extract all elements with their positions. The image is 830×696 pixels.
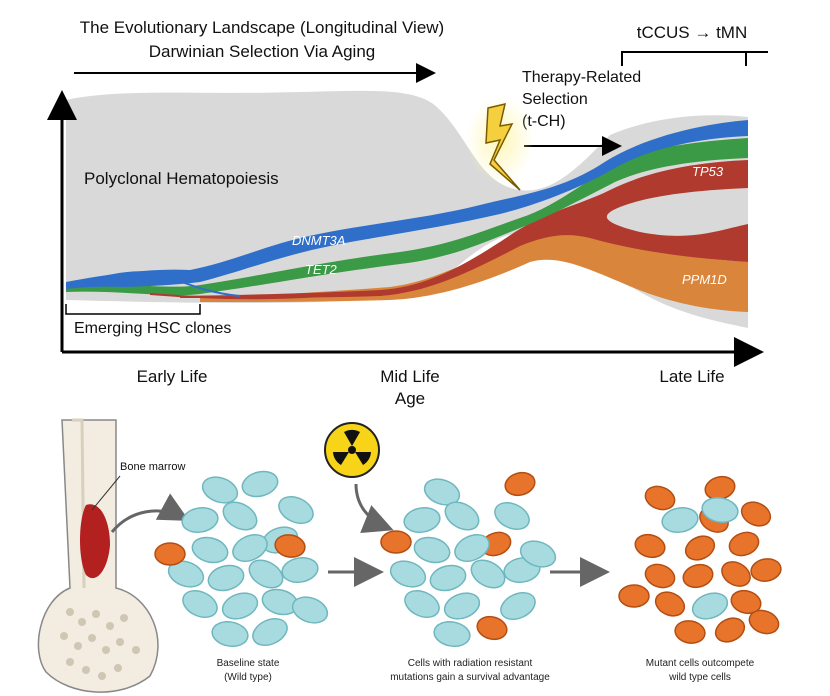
wild-type-cell <box>278 495 314 525</box>
tp53-band <box>180 160 748 298</box>
wild-type-cell <box>470 559 506 589</box>
mutant-cell <box>674 620 706 644</box>
wild-type-cell <box>201 476 239 504</box>
wild-type-cell <box>232 533 268 563</box>
x-tick-early-life: Early Life <box>137 367 208 386</box>
wild-type-cell <box>222 501 258 531</box>
mutant-cell <box>682 563 714 589</box>
mutant-cell <box>274 534 306 558</box>
gene-label-tp53: TP53 <box>692 164 724 179</box>
radiation-arrow <box>354 483 394 534</box>
wild-type-cell <box>423 478 461 506</box>
wild-type-cell <box>429 564 467 592</box>
emerging-clone-lines <box>65 271 321 300</box>
wild-type-cell <box>241 470 279 498</box>
mutant-cell <box>721 561 751 587</box>
wild-type-cell <box>389 560 427 588</box>
therapy-label-line2: Selection <box>522 91 588 108</box>
mutant-cell <box>618 584 650 608</box>
wild-type-cell <box>207 564 245 592</box>
wild-type-cell <box>221 592 259 620</box>
gene-label-dnmt3a: DNMT3A <box>292 233 345 248</box>
mutant-cell <box>728 531 760 557</box>
landscape-title: The Evolutionary Landscape (Longitudinal… <box>80 18 444 37</box>
mutant-cell <box>504 471 536 497</box>
x-axis-label: Age <box>395 389 425 408</box>
mutant-cell <box>750 558 782 582</box>
wild-type-cell <box>661 507 699 533</box>
gene-label-tet2: TET2 <box>305 262 338 277</box>
mutant-cell <box>714 617 746 643</box>
wild-type-cell <box>252 617 288 647</box>
wild-type-cell <box>443 592 481 620</box>
tccus-bracket <box>621 51 768 66</box>
wild-type-cell <box>500 591 536 621</box>
mutant-cell <box>684 535 716 561</box>
wild-type-cell <box>519 540 557 568</box>
panel-2-caption-line2: mutations gain a survival advantage <box>390 672 550 683</box>
wild-type-cell <box>167 560 205 588</box>
wild-type-cell <box>248 559 284 589</box>
bone-to-cells-arrow <box>110 493 190 533</box>
therapy-label-line1: Therapy-Related <box>522 69 641 86</box>
x-tick-late-life: Late Life <box>659 367 724 386</box>
tccus-label: tCCUS → tMN <box>637 23 748 42</box>
wild-type-cell <box>403 507 441 533</box>
landscape-subtitle: Darwinian Selection Via Aging <box>149 42 376 61</box>
wild-type-cell <box>494 501 530 531</box>
wild-type-cell <box>413 536 451 564</box>
wild-type-cell <box>291 596 329 624</box>
panel-1-caption-line2: (Wild type) <box>224 672 272 683</box>
bone-icon <box>37 418 159 693</box>
ppm1d-band <box>200 228 748 312</box>
therapy-label-line3: (t-CH) <box>522 113 566 130</box>
panel-3-caption-line1: Mutant cells outcompete <box>646 658 755 669</box>
wild-type-cell <box>433 621 471 647</box>
gene-label-ppm1d: PPM1D <box>682 272 727 287</box>
wild-type-cell <box>444 501 480 531</box>
mutant-cell <box>730 589 762 615</box>
mutant-cell <box>154 542 186 566</box>
panel-2-caption-line1: Cells with radiation resistant <box>408 658 533 669</box>
radiation-icon <box>324 422 380 478</box>
panel-3-caption-line2: wild type cells <box>668 672 731 683</box>
wild-type-cell <box>191 536 229 564</box>
wild-type-cell <box>454 533 490 563</box>
wild-type-cell <box>691 592 729 620</box>
wild-type-cell <box>281 557 319 583</box>
panel-1-caption-line1: Baseline state <box>217 658 280 669</box>
mutant-cell <box>644 485 676 511</box>
mutant-cell <box>654 591 686 617</box>
mutant-cell <box>380 530 412 554</box>
mutant-cell <box>476 615 508 641</box>
bone-marrow-label: Bone marrow <box>120 461 185 473</box>
lightning-icon <box>466 96 534 191</box>
wild-type-cell <box>181 507 219 533</box>
wild-type-cell <box>701 497 739 523</box>
wild-type-cell <box>182 589 218 619</box>
wild-type-cell <box>404 589 440 619</box>
tet2-band <box>66 138 748 296</box>
emerging-label: Emerging HSC clones <box>74 320 231 337</box>
polyclonal-label: Polyclonal Hematopoiesis <box>84 169 279 188</box>
bone-marrow-pointer <box>91 475 121 511</box>
mutant-cell <box>634 533 666 559</box>
x-tick-mid-life: Mid Life <box>380 367 440 386</box>
mutant-cell <box>644 563 676 589</box>
mutant-cell <box>740 501 772 527</box>
emerging-bracket <box>65 304 201 315</box>
mutant-cell <box>748 609 780 635</box>
wild-type-cell <box>211 621 249 647</box>
